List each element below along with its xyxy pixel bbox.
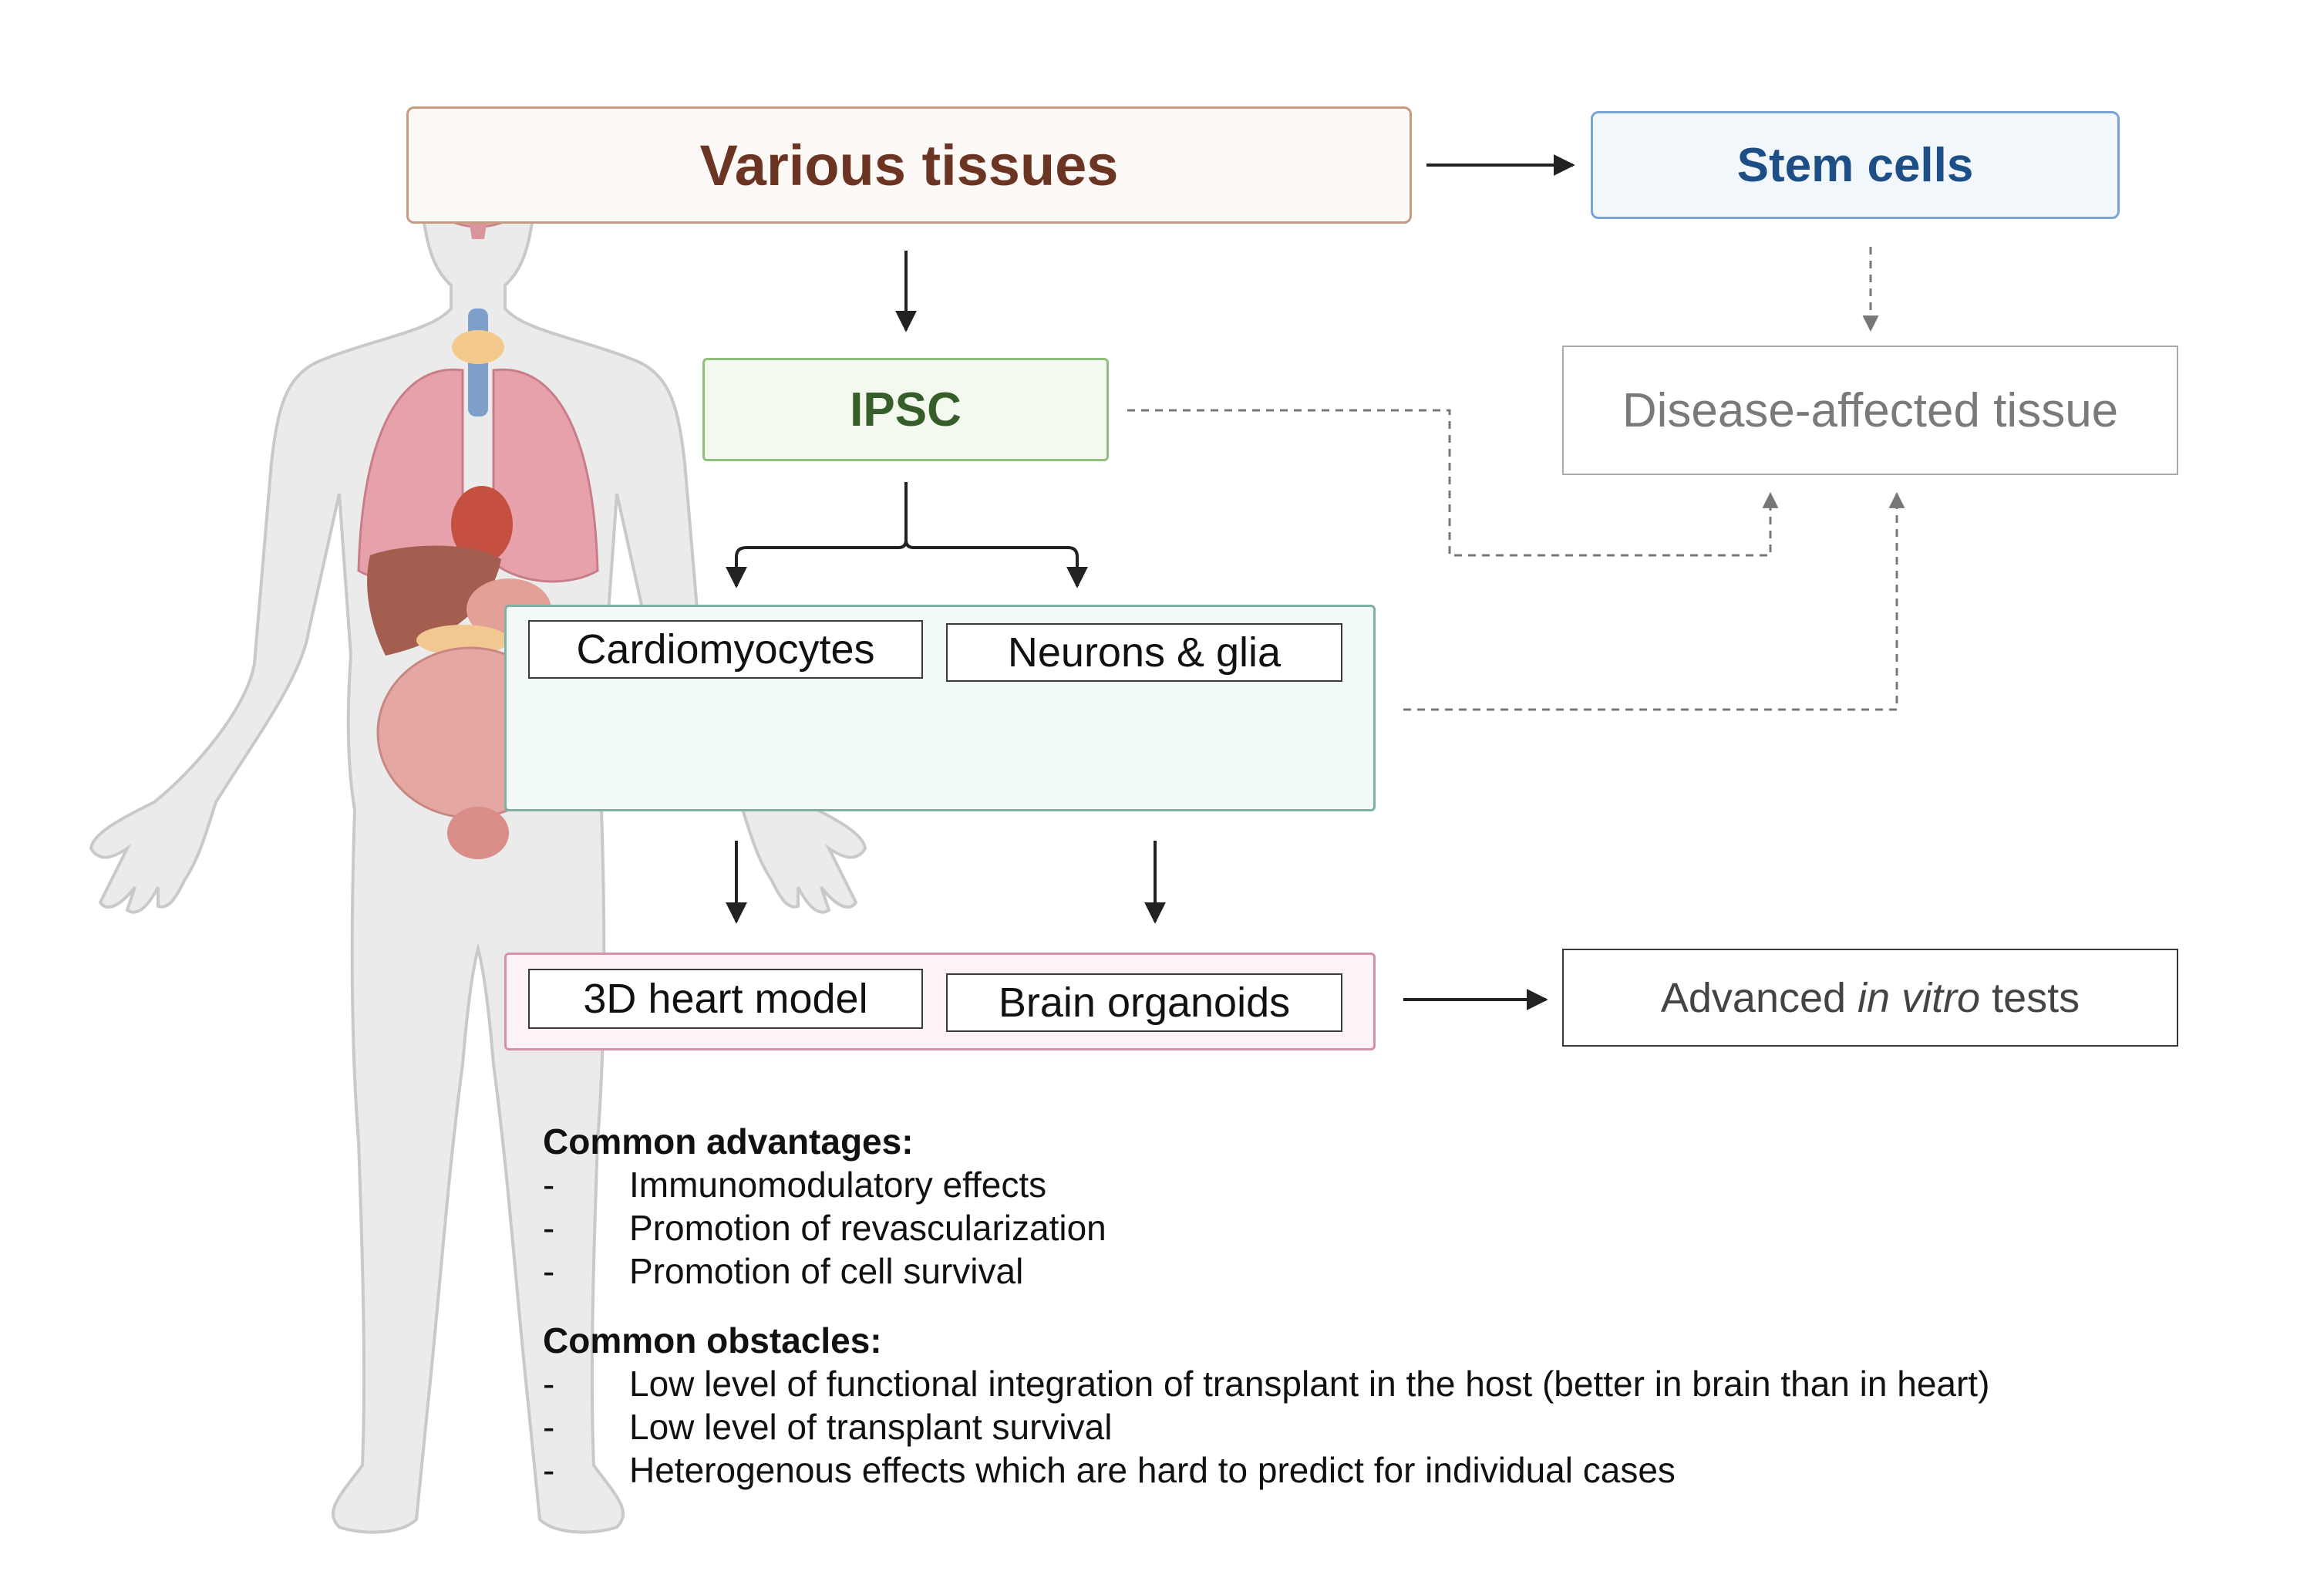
obstacle-item-text: Heterogenous effects which are hard to p…: [629, 1450, 1676, 1490]
advanced-tests-before: Advanced: [1660, 974, 1858, 1021]
advantage-item: - Promotion of cell survival: [543, 1249, 1106, 1293]
disease-affected-tissue-box: Disease-affected tissue: [1562, 346, 2178, 475]
common-advantages-heading: Common advantages:: [543, 1121, 914, 1162]
dashed-arrow-ipsc-to-disease: [1127, 409, 1779, 557]
advanced-tests-italic: in vitro: [1858, 974, 1981, 1021]
obstacle-item-text: Low level of transplant survival: [629, 1407, 1113, 1447]
bladder-icon: [447, 807, 509, 859]
stem-cells-label: Stem cells: [1736, 138, 1974, 192]
brainstem-icon: [469, 220, 487, 239]
common-obstacles-heading: Common obstacles:: [543, 1320, 882, 1361]
advantage-item: - Immunomodulatory effects: [543, 1163, 1106, 1206]
bullet-dash: -: [543, 1450, 555, 1490]
disease-affected-tissue-label: Disease-affected tissue: [1622, 383, 2119, 437]
various-tissues-label: Various tissues: [699, 133, 1119, 197]
brain-organoids-label: Brain organoids: [946, 973, 1342, 1032]
bullet-dash: -: [543, 1251, 555, 1291]
heart-icon: [451, 486, 513, 563]
bullet-dash: -: [543, 1407, 555, 1447]
dashed-arrow-cells-to-disease: [1403, 491, 1905, 711]
bullet-dash: -: [543, 1165, 555, 1205]
thyroid-icon: [452, 330, 504, 364]
advanced-in-vitro-tests-box: Advanced in vitro tests: [1562, 949, 2178, 1047]
ipsc-label: IPSC: [850, 383, 962, 437]
right-lung-icon: [492, 368, 599, 583]
obstacle-item: - Low level of transplant survival: [543, 1405, 1989, 1448]
various-tissues-box: Various tissues: [406, 106, 1412, 224]
pancreas-icon: [416, 625, 509, 656]
ipsc-box: IPSC: [702, 358, 1109, 461]
common-obstacles-section: Common obstacles: - Low level of function…: [543, 1319, 1989, 1492]
bullet-dash: -: [543, 1364, 555, 1404]
advantage-item-text: Promotion of cell survival: [629, 1251, 1024, 1291]
heart-model-label: 3D heart model: [528, 969, 923, 1029]
stem-cells-box: Stem cells: [1591, 111, 2120, 219]
obstacle-item: - Low level of functional integration of …: [543, 1362, 1989, 1405]
liver-icon: [367, 545, 501, 656]
obstacle-item: - Heterogenous effects which are hard to …: [543, 1448, 1989, 1492]
advanced-tests-label: Advanced in vitro tests: [1661, 974, 2080, 1022]
advantage-item-text: Immunomodulatory effects: [629, 1165, 1047, 1205]
advanced-tests-after: tests: [1980, 974, 2080, 1021]
advantage-item: - Promotion of revascularization: [543, 1206, 1106, 1249]
cardiomyocytes-label: Cardiomyocytes: [528, 620, 923, 679]
arrow-ipsc-branch: [735, 482, 1079, 585]
bullet-dash: -: [543, 1208, 555, 1248]
advantage-item-text: Promotion of revascularization: [629, 1208, 1106, 1248]
common-advantages-section: Common advantages: - Immunomodulatory eff…: [543, 1120, 1106, 1293]
obstacle-item-text: Low level of functional integration of t…: [629, 1364, 1990, 1404]
neurons-glia-label: Neurons & glia: [946, 623, 1342, 682]
